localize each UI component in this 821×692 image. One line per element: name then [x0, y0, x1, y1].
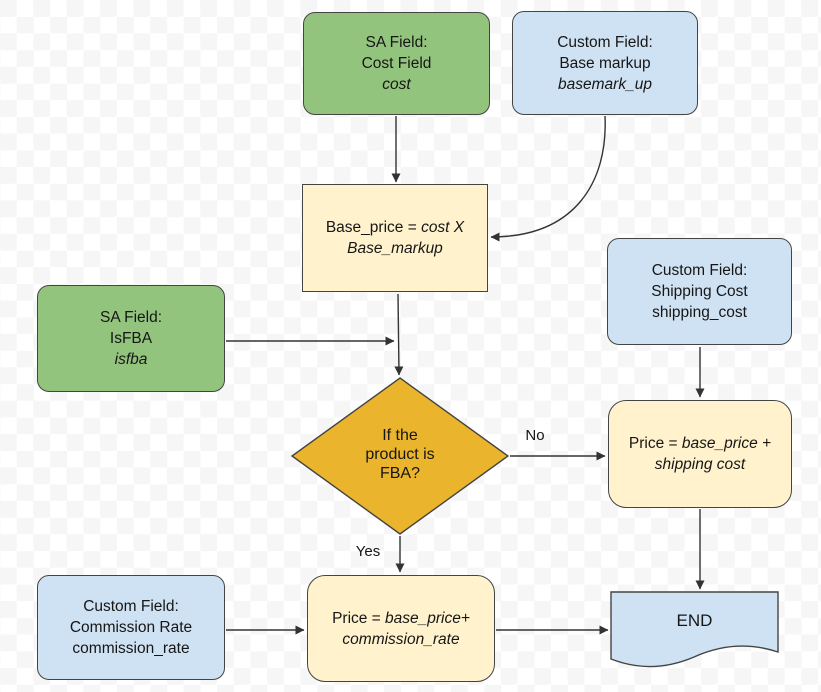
formula-prefix: Base_price = — [325, 219, 422, 236]
node-decision-text: If the product is FBA? — [325, 426, 475, 483]
node-text-line: IsFBA — [109, 330, 153, 347]
formula-prefix: Price = — [332, 609, 386, 627]
node-text-line: Base_price = cost X — [326, 217, 464, 238]
formula-italic: base_price + — [681, 435, 772, 452]
node-text-line: Base_markup — [347, 240, 443, 257]
edge-markup-to-baseprice — [490, 115, 606, 242]
node-price-commission-formula: Price = base_price+ commission_rate — [307, 575, 495, 682]
edge-baseprice-to-decision — [394, 293, 404, 376]
node-text-line: Shipping Cost — [651, 283, 748, 300]
node-text-line: basemark_up — [558, 75, 652, 93]
node-text-line: Base markup — [559, 54, 651, 72]
node-text-line: isfba — [114, 351, 148, 368]
node-price-shipping-formula: Price = base_price + shipping cost — [608, 400, 792, 508]
node-text-line: Custom Field: — [651, 262, 748, 279]
node-text-line: shipping cost — [654, 456, 746, 473]
node-text-line: shipping_cost — [652, 304, 747, 321]
node-sa-isfba: SA Field: IsFBA isfba — [37, 285, 225, 392]
node-text-line: FBA? — [379, 465, 420, 482]
edge-label-yes: Yes — [355, 543, 381, 560]
node-text-line: product is — [365, 446, 435, 463]
formula-prefix: Price = — [628, 435, 682, 452]
node-text-line: If the — [382, 427, 418, 444]
end-label: END — [676, 611, 713, 630]
node-text-line: Price = base_price + — [629, 433, 771, 454]
formula-italic: cost X — [421, 219, 465, 236]
node-sa-cost-field: SA Field: Cost Field cost — [303, 12, 490, 115]
node-text-line: SA Field: — [99, 309, 163, 326]
node-custom-base-markup: Custom Field: Base markup basemark_up — [512, 11, 698, 115]
formula-italic: base_price+ — [385, 609, 470, 627]
node-custom-commission-rate: Custom Field: Commission Rate commission… — [37, 575, 225, 680]
node-text-line: Custom Field: — [557, 33, 653, 51]
node-text-line: SA Field: — [365, 34, 428, 51]
node-base-price-formula: Base_price = cost X Base_markup — [302, 184, 488, 292]
node-text-line: commission_rate — [72, 640, 190, 657]
node-text-line: Custom Field: — [83, 598, 179, 615]
node-text-line: Cost Field — [361, 55, 432, 72]
node-custom-shipping-cost: Custom Field: Shipping Cost shipping_cos… — [607, 238, 792, 345]
edge-label-no: No — [525, 427, 545, 444]
node-text-line: Commission Rate — [69, 619, 193, 636]
node-text-line: Price = base_price+ — [332, 608, 470, 629]
node-text-line: commission_rate — [342, 630, 460, 648]
node-text-line: cost — [382, 76, 411, 93]
